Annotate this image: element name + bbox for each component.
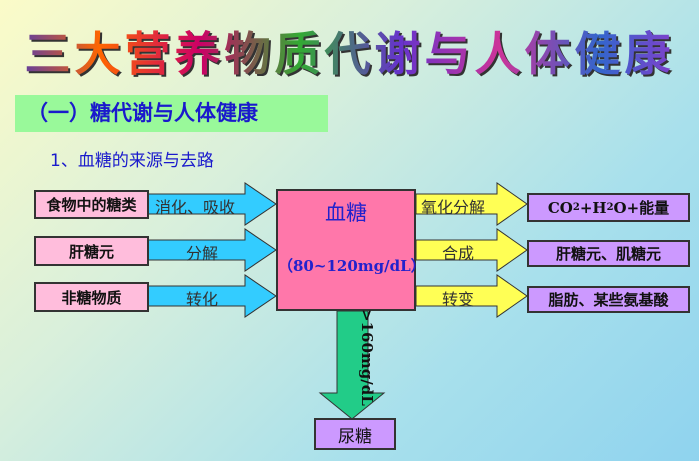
subheading: 1、血糖的来源与去路 [50, 151, 214, 171]
source-arrow-3 [147, 274, 277, 318]
blood-sugar-label: 血糖 [325, 201, 367, 225]
process-label: 氧化分解 [421, 198, 486, 217]
blood-sugar-box: 血糖 （80~120mg/dL） [276, 189, 426, 311]
source-arrow-2 [147, 228, 277, 272]
process-label: 转变 [442, 290, 475, 309]
source-arrow-1 [147, 182, 277, 226]
urine-sugar-box: 尿糖 [314, 418, 396, 450]
threshold-label: >160mg/dL [358, 309, 376, 406]
process-label: 转化 [186, 290, 219, 309]
output-arrow-3 [415, 274, 528, 318]
source-box: 食物中的糖类 [34, 190, 149, 219]
section-heading: （一）糖代谢与人体健康 [15, 95, 328, 132]
output-box: 脂肪、某些氨基酸 [527, 286, 690, 313]
source-box: 非糖物质 [34, 282, 149, 312]
source-box: 肝糖元 [34, 236, 149, 266]
blood-sugar-range: （80~120mg/dL） [278, 257, 426, 275]
process-label: 合成 [442, 244, 475, 263]
process-label: 分解 [186, 244, 219, 263]
output-box: 肝糖元、肌糖元 [527, 240, 690, 267]
slide-title: 三大营养物质代谢与人体健康 [0, 18, 699, 84]
excretion-arrow [318, 310, 386, 420]
process-label: 消化、吸收 [155, 198, 236, 217]
output-arrow-2 [415, 228, 528, 272]
output-arrow-1 [415, 182, 528, 226]
